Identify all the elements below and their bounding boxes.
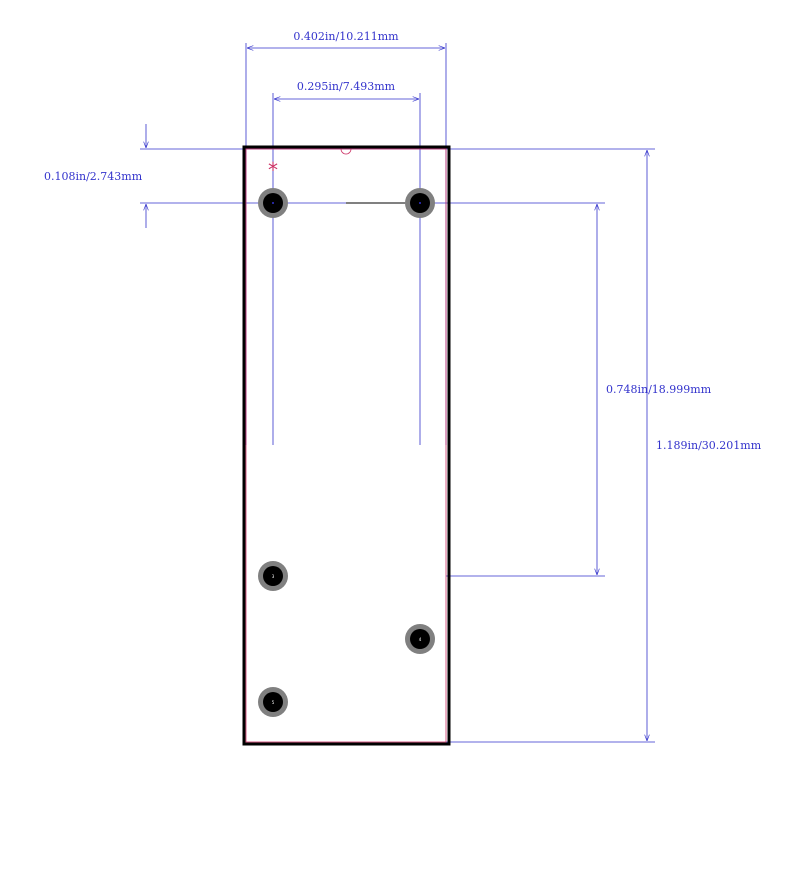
- dim-label-pin1-offset-y: 0.108in/2.743mm: [44, 170, 143, 183]
- pad-hole: [263, 692, 283, 712]
- orientation-notch: [340, 148, 352, 155]
- dim-label-overall-width: 0.402in/10.211mm: [293, 30, 399, 43]
- pad-label: 4: [419, 637, 422, 642]
- pad-pin-3: 3: [258, 561, 288, 591]
- dim-label-pin-pitch-x: 0.295in/7.493mm: [297, 80, 396, 93]
- pad-label: 5: [272, 700, 275, 705]
- silkscreen-outline: [245, 148, 447, 743]
- pad-pin-5: 5: [258, 687, 288, 717]
- pad-hole: [263, 566, 283, 586]
- pad-center-dot: [419, 202, 421, 204]
- pad-label: 3: [272, 574, 275, 579]
- pad-center-dot: [272, 202, 274, 204]
- pad-hole: [410, 629, 430, 649]
- pin1-marker-icon: *: [268, 158, 278, 182]
- dimension-lines: [146, 48, 647, 741]
- dim-label-overall-height: 1.189in/30.201mm: [656, 439, 762, 452]
- pad-pin-4: 4: [405, 624, 435, 654]
- dim-label-pin-span-y: 0.748in/18.999mm: [606, 383, 712, 396]
- package-outline: [242, 145, 451, 746]
